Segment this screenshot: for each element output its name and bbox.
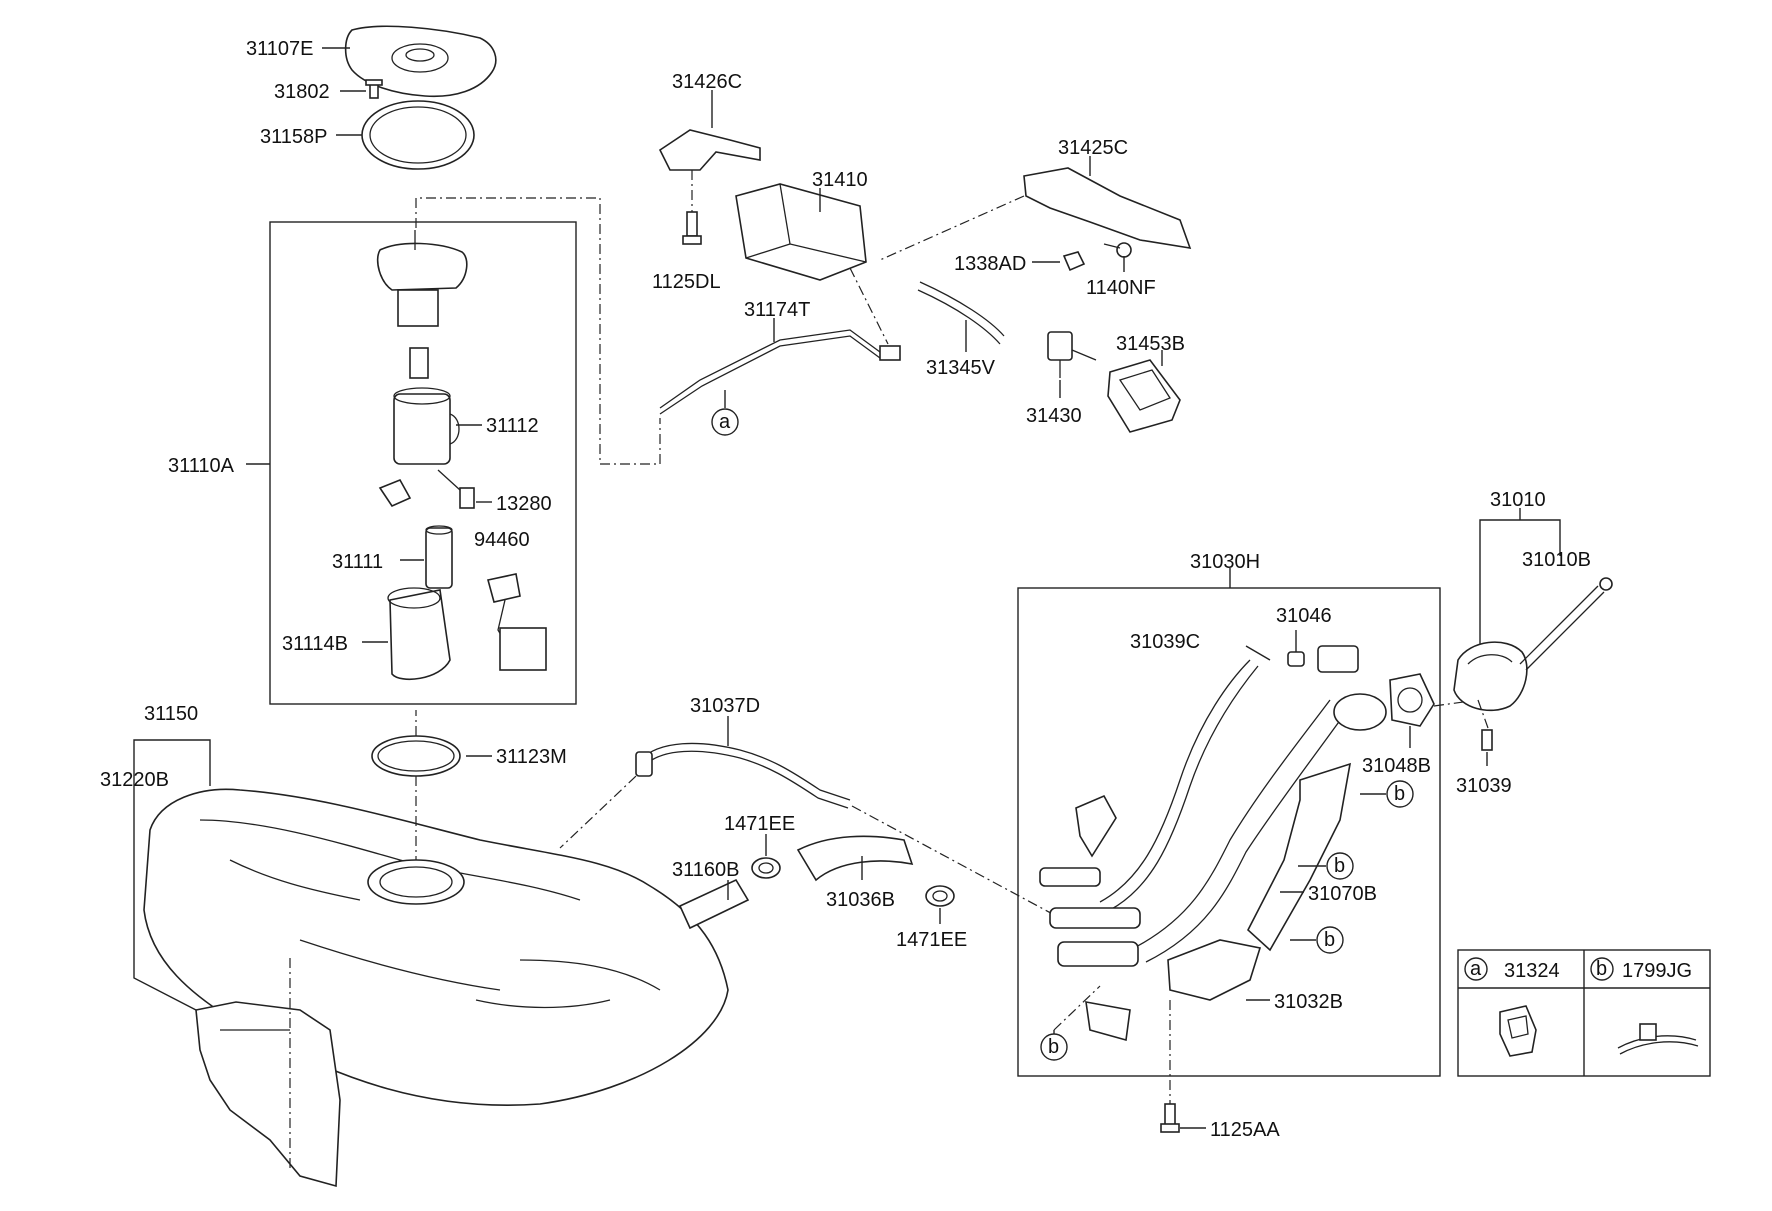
part-filler-connectors xyxy=(1039,867,1141,967)
part-31048B-gasket xyxy=(1389,673,1435,727)
label-31039C: 31039C xyxy=(1130,631,1200,653)
label-31032B: 31032B xyxy=(1274,991,1343,1013)
legend-b-circle xyxy=(1590,957,1614,981)
label-31046: 31046 xyxy=(1276,605,1332,627)
label-31111: 31111 xyxy=(332,551,383,573)
label-31110A: 31110A xyxy=(168,455,235,477)
part-pump-flange xyxy=(376,230,468,379)
label-1125DL: 1125DL xyxy=(652,271,721,293)
label-31112: 31112 xyxy=(486,415,539,437)
part-31430-valve xyxy=(1047,331,1097,378)
legend-a-letter: a xyxy=(1470,958,1482,980)
label-31150: 31150 xyxy=(144,703,198,725)
part-1125DL-bolt xyxy=(682,211,702,245)
part-1471EE-clamp-top xyxy=(751,857,781,879)
label-31160B: 31160B xyxy=(672,859,739,881)
part-31039C-hose xyxy=(1099,659,1259,911)
label-1338AD: 1338AD xyxy=(954,253,1026,275)
part-31010B-tether xyxy=(1519,577,1613,671)
part-1125AA-bolt xyxy=(1160,1103,1180,1133)
part-31114B-reservoir xyxy=(387,587,451,681)
label-1125AA: 1125AA xyxy=(1210,1119,1280,1141)
part-1140NF-bolt xyxy=(1103,242,1132,258)
legend-box: a 31324 b 1799JG xyxy=(1457,949,1711,1077)
callout-b2-circle xyxy=(1326,852,1354,880)
label-31426C: 31426C xyxy=(672,71,742,93)
label-31174T: 31174T xyxy=(744,299,810,321)
part-31453B-filter xyxy=(1107,359,1181,433)
callout-a-circle xyxy=(711,408,739,436)
part-31158P-ring xyxy=(361,100,475,170)
part-small-bracket xyxy=(1075,794,1117,858)
part-31010-cap xyxy=(1453,641,1528,712)
part-31112-pump xyxy=(393,387,460,465)
part-filler-neck xyxy=(1129,693,1387,963)
label-1471EE-bottom: 1471EE xyxy=(896,929,967,951)
part-31802-bolt xyxy=(365,79,383,99)
label-31453B: 31453B xyxy=(1116,333,1185,355)
label-31010: 31010 xyxy=(1490,489,1546,511)
label-31158P: 31158P xyxy=(260,126,327,148)
legend-b-part: 1799JG xyxy=(1622,960,1692,982)
part-1338AD-nut xyxy=(1062,251,1086,272)
callout-a: a xyxy=(719,411,731,433)
part-31070B-shield xyxy=(1247,762,1352,952)
legend-a-circle xyxy=(1464,957,1488,981)
legend-a-part: 31324 xyxy=(1504,960,1560,982)
part-31425C-bracket xyxy=(1023,167,1192,250)
callout-b3-circle xyxy=(1316,926,1344,954)
part-31160B-pipe xyxy=(678,878,750,930)
callout-b4-circle xyxy=(1040,1033,1068,1061)
part-31220B-shield xyxy=(195,1001,341,1188)
label-1471EE-top: 1471EE xyxy=(724,813,795,835)
label-1140NF: 1140NF xyxy=(1086,277,1156,299)
label-31430: 31430 xyxy=(1026,405,1082,427)
label-31107E: 31107E xyxy=(246,38,313,60)
label-94460: 94460 xyxy=(474,529,530,551)
label-31802: 31802 xyxy=(274,81,330,103)
part-31426C-bracket xyxy=(658,129,761,171)
part-31345V-hose xyxy=(917,281,1005,345)
part-94460-sender xyxy=(487,573,547,671)
box-31110A xyxy=(269,221,577,705)
part-13280 xyxy=(378,469,475,509)
label-31070B: 31070B xyxy=(1308,883,1377,905)
label-13280: 13280 xyxy=(496,493,552,515)
label-31048B: 31048B xyxy=(1362,755,1431,777)
callout-b1: b xyxy=(1394,783,1405,805)
label-31123M: 31123M xyxy=(496,746,567,768)
label-31039: 31039 xyxy=(1456,775,1512,797)
label-31036B: 31036B xyxy=(826,889,895,911)
part-1471EE-clamp-bottom xyxy=(925,885,955,907)
label-31410: 31410 xyxy=(812,169,868,191)
label-31037D: 31037D xyxy=(690,695,760,717)
box-31030H xyxy=(1017,587,1441,1077)
part-31036B-hose xyxy=(796,835,914,882)
part-31174T-hose xyxy=(659,329,901,415)
part-31107E-cover xyxy=(344,25,497,98)
part-31410-canister xyxy=(735,183,867,281)
part-31111-filter xyxy=(425,525,453,589)
part-31037D-vent-hose xyxy=(635,742,851,809)
part-31032B-bracket xyxy=(1085,939,1262,1042)
callout-b1-circle xyxy=(1386,780,1414,808)
legend-b-letter: b xyxy=(1596,958,1607,980)
legend-a-clip-icon xyxy=(1499,1005,1537,1057)
part-31123M-ring xyxy=(371,735,461,777)
part-31039-screw xyxy=(1481,729,1493,751)
legend-b-tie-icon xyxy=(1617,1023,1699,1055)
callout-b3: b xyxy=(1324,929,1335,951)
label-31030H: 31030H xyxy=(1190,551,1260,573)
part-31046-clamp xyxy=(1287,645,1359,673)
label-31114B: 31114B xyxy=(282,633,348,655)
callout-b2: b xyxy=(1334,855,1345,877)
label-31345V: 31345V xyxy=(926,357,996,379)
callout-b4: b xyxy=(1048,1036,1059,1058)
label-31425C: 31425C xyxy=(1058,137,1128,159)
label-31010B: 31010B xyxy=(1522,549,1591,571)
